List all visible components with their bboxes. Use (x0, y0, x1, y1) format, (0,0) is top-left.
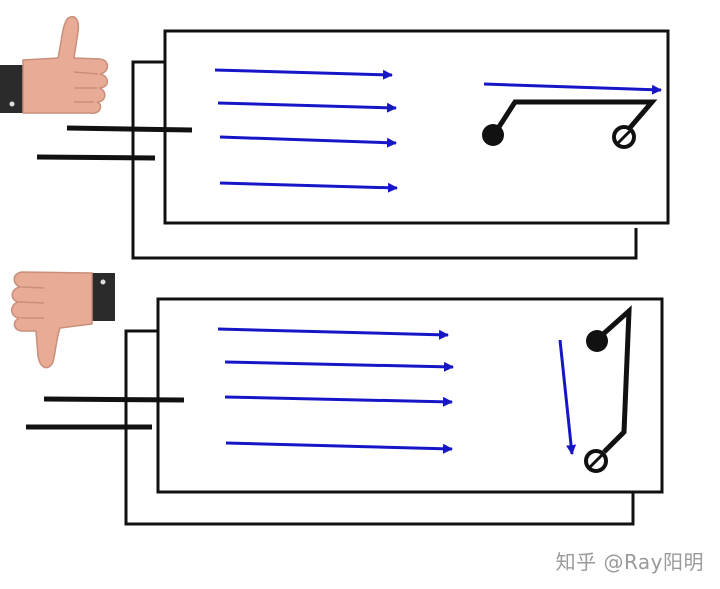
top-flow-arrow (219, 135, 397, 148)
bottom-flow-arrow (224, 395, 453, 407)
top-contact-blade (494, 99, 658, 132)
top-lead-1 (66, 125, 193, 133)
bottom-front-plate (156, 297, 664, 494)
bottom-panel (26, 297, 664, 526)
thumbs-down-icon (11, 271, 115, 369)
top-back-plate (131, 60, 638, 260)
bottom-contact-terminal-slash (588, 453, 604, 469)
bottom-flow-arrow (217, 327, 449, 340)
top-panel (36, 29, 670, 260)
top-flow-arrow (214, 68, 393, 80)
watermark-text: 知乎 @Ray阳明 (555, 550, 704, 574)
bottom-contact-arrow (558, 339, 577, 455)
bottom-flow-arrow (225, 441, 453, 454)
bottom-flow-arrow (224, 360, 454, 372)
bottom-back-plate (124, 329, 635, 526)
bottom-contact-blade (599, 305, 632, 454)
bottom-lead-1 (43, 396, 185, 403)
top-flow-arrow (219, 181, 398, 193)
top-lead-2 (36, 154, 156, 161)
top-flow-arrow (217, 101, 397, 113)
top-contact-arrow (483, 82, 662, 95)
top-front-plate (163, 29, 670, 225)
top-contact-terminal-slash (616, 129, 632, 145)
thumbs-up-icon (0, 16, 109, 114)
